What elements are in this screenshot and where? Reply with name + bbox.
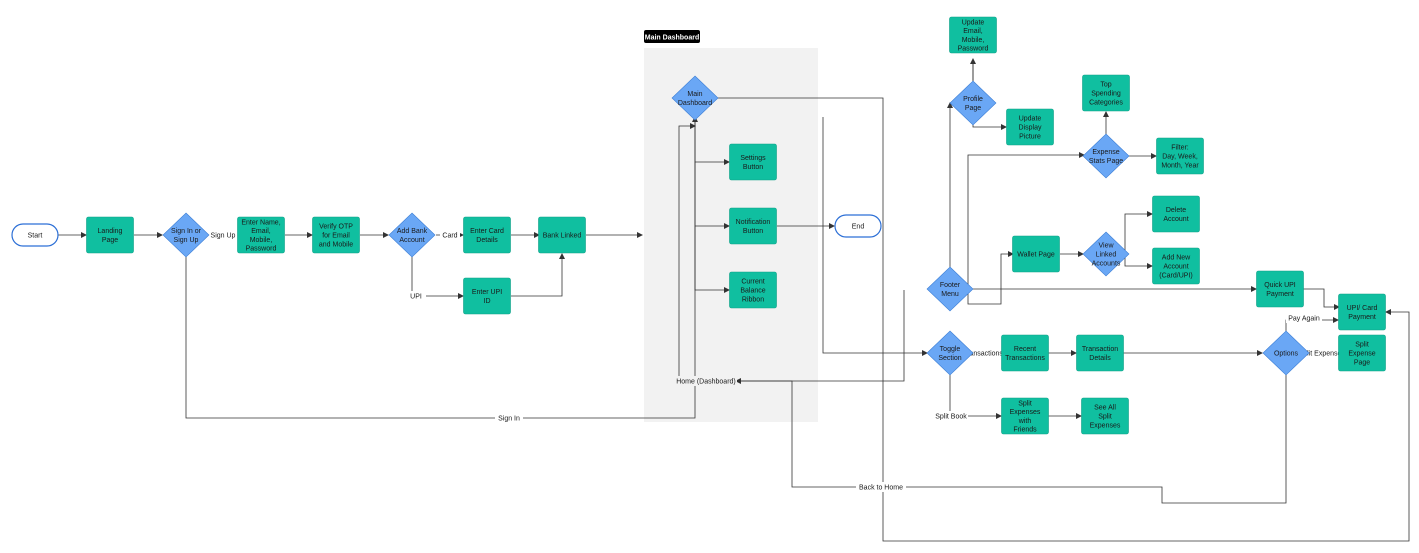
enter-upi-box[interactable]: [463, 277, 511, 315]
wallet-page-label: Wallet Page: [1017, 252, 1055, 259]
split-expense-box[interactable]: [1338, 334, 1386, 372]
view-linked-decision[interactable]: [1082, 231, 1130, 277]
verify-otp-box[interactable]: [312, 216, 360, 254]
update-picture-box[interactable]: [1006, 108, 1054, 146]
label-card: Card: [442, 233, 457, 240]
filter-label: Filter:Day, Week,Month, Year: [1161, 145, 1199, 170]
edge-signin: [185, 116, 698, 419]
add-bank-decision[interactable]: [388, 212, 436, 258]
edge-balance: [694, 226, 730, 293]
edge-quick-upicard: [1303, 288, 1340, 310]
enter-details-box[interactable]: [237, 216, 285, 254]
group-title-badge: [644, 30, 700, 43]
split-friends-box[interactable]: [1001, 397, 1049, 435]
edge-upi-linked: [511, 253, 565, 297]
edge-footer-stats: [967, 152, 1085, 289]
start-label: Start: [28, 233, 43, 240]
edge-payment-back: [717, 97, 1410, 542]
bank-linked-box[interactable]: [538, 216, 586, 254]
group-title: Main Dashboard: [645, 35, 699, 42]
landing-box[interactable]: [86, 216, 134, 254]
start-terminal[interactable]: [11, 223, 59, 247]
signin-decision-decision[interactable]: [162, 212, 210, 258]
balance-box[interactable]: [729, 271, 777, 309]
see-all-split-box[interactable]: [1081, 397, 1129, 435]
label-upi: UPI: [410, 294, 422, 301]
enter-details-label: Enter Name,Email,Mobile,Password: [241, 219, 280, 252]
label-back-home: Back to Home: [859, 485, 903, 492]
end-label: End: [852, 224, 865, 231]
update-email-box[interactable]: [949, 16, 997, 54]
edge-dashboard-toggle: [822, 117, 928, 356]
edge-split-book: [949, 372, 1002, 419]
label-split-expense: Split Expense: [1299, 351, 1342, 358]
enter-card-box[interactable]: [463, 216, 511, 254]
options-label: Options: [1274, 351, 1299, 358]
edge-upi: [411, 253, 464, 299]
label-sign-in: Sign In: [498, 416, 520, 423]
label-transactions: Transactions: [963, 351, 1003, 358]
end-terminal[interactable]: [834, 214, 882, 238]
label-sign-up: Sign Up: [211, 233, 236, 240]
main-dashboard-decision[interactable]: [671, 75, 719, 121]
profile-page-decision[interactable]: [949, 80, 997, 126]
upi-card-box[interactable]: [1338, 293, 1386, 331]
footer-menu-decision[interactable]: [926, 266, 974, 312]
settings-box[interactable]: [729, 143, 777, 181]
tx-details-box[interactable]: [1076, 334, 1124, 372]
add-account-box[interactable]: [1152, 247, 1200, 285]
delete-account-box[interactable]: [1152, 195, 1200, 233]
wallet-page-box[interactable]: [1012, 235, 1060, 273]
edge-back-home: [735, 372, 1287, 504]
options-decision[interactable]: [1262, 330, 1310, 376]
edge-labels: Sign Up Card UPI Sign In Home (Dashboard…: [209, 230, 1342, 492]
top-spending-box[interactable]: [1082, 74, 1130, 112]
quick-upi-box[interactable]: [1256, 270, 1304, 308]
recent-tx-box[interactable]: [1001, 334, 1049, 372]
filter-box[interactable]: [1156, 137, 1204, 175]
notification-box[interactable]: [729, 207, 777, 245]
expense-stats-decision[interactable]: [1082, 133, 1130, 179]
label-pay-again: Pay Again: [1288, 316, 1320, 323]
edge-view-delete: [1124, 211, 1153, 254]
edge-view-add: [1124, 254, 1153, 269]
label-home-dashboard: Home (Dashboard): [676, 379, 736, 386]
edge-footer-wallet: [967, 251, 1014, 305]
bank-linked-label: Bank Linked: [543, 233, 582, 240]
label-split-book: Split Book: [935, 414, 967, 421]
edge-update-picture: [972, 121, 1007, 130]
toggle-section-decision[interactable]: [926, 330, 974, 376]
